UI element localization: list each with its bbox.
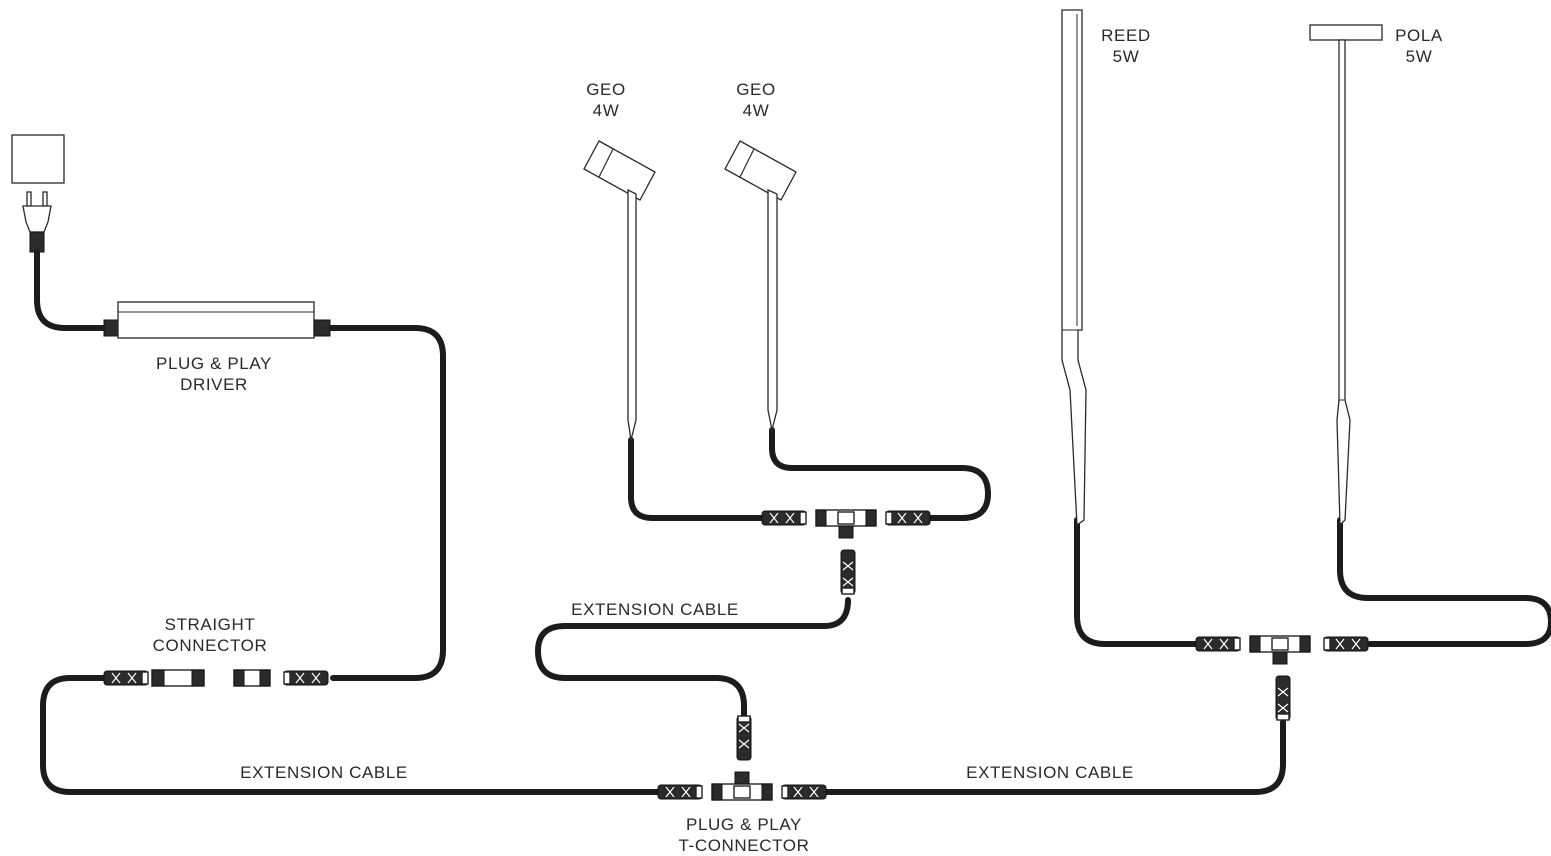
pola-light-icon	[1309, 24, 1383, 527]
t-connector-icon	[761, 509, 931, 595]
driver-box-icon	[103, 301, 331, 339]
cables	[34, 249, 1551, 795]
t-connector-icon	[657, 715, 827, 801]
straight-connector-icon	[103, 669, 329, 687]
geo-spike-light-icon	[724, 140, 797, 431]
extension-cable-right-label: EXTENSION CABLE	[966, 763, 1134, 782]
geo-spike-light-icon	[583, 140, 656, 441]
extension-cable-middle-label: EXTENSION CABLE	[571, 600, 739, 619]
plug-icon	[22, 191, 52, 253]
wall-socket-icon	[11, 134, 65, 184]
t-connector-icon	[1195, 635, 1369, 721]
reed-light-icon	[1061, 9, 1087, 527]
extension-cable-left-label: EXTENSION CABLE	[240, 763, 408, 782]
